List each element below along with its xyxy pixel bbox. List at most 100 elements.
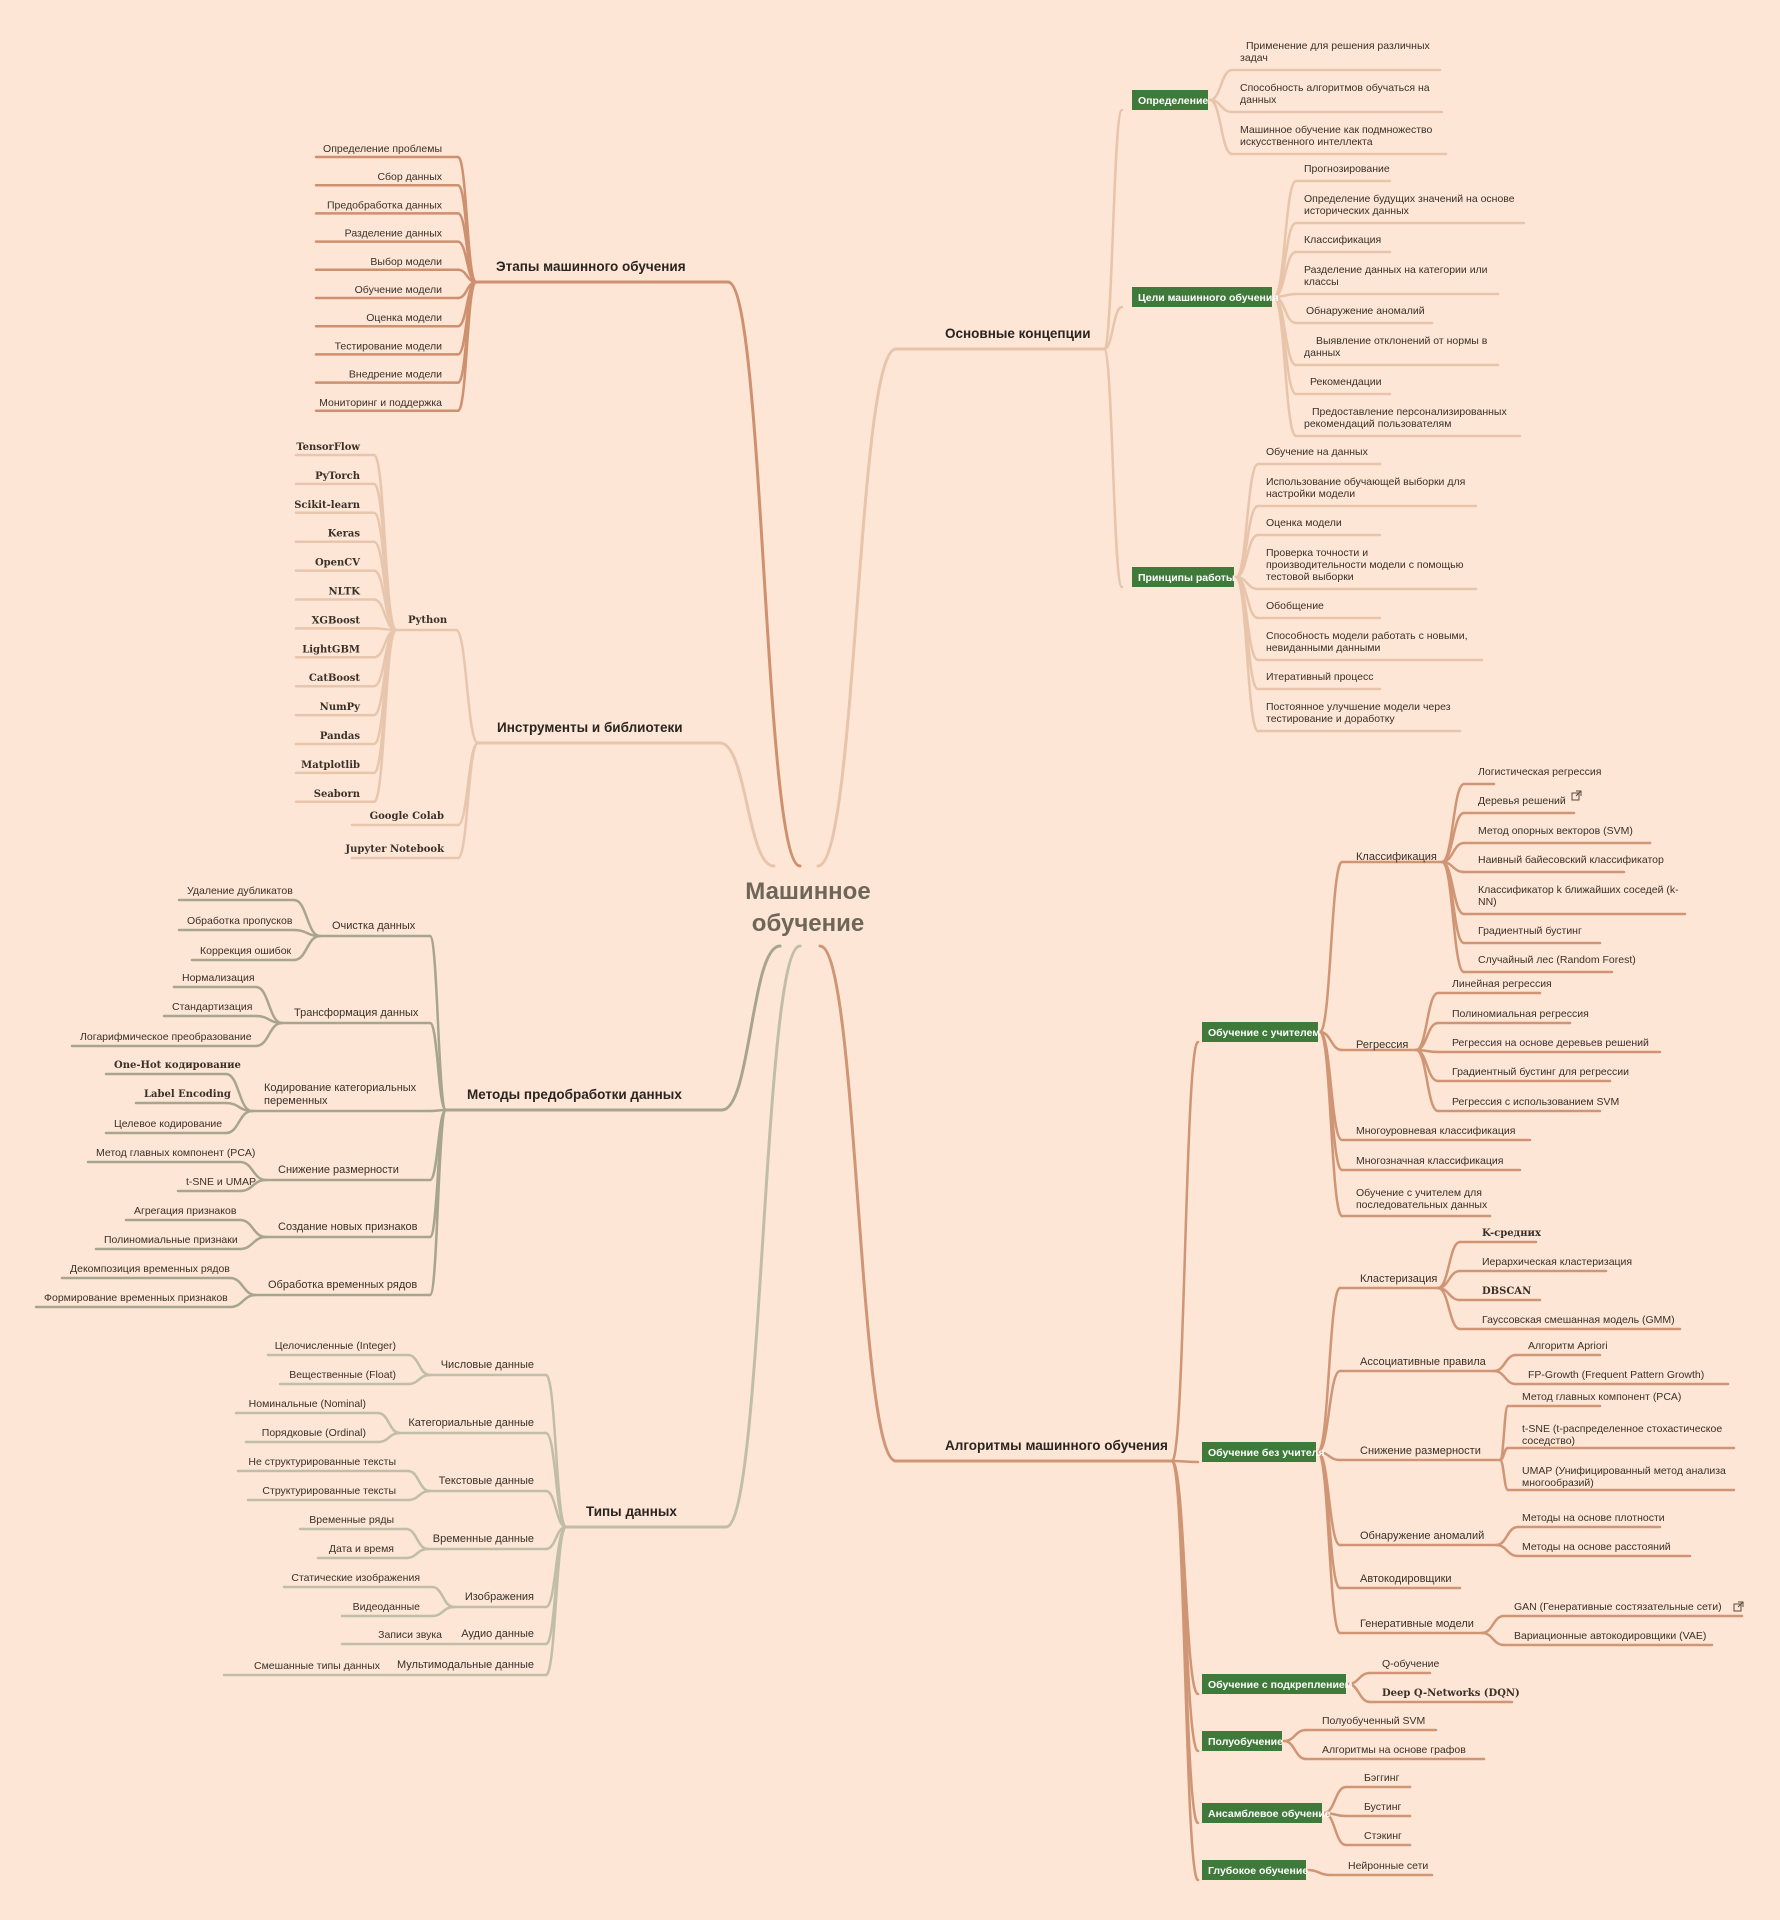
preprocessing-item[interactable]: t-SNE и UMAP (186, 1176, 256, 1188)
regression-item[interactable]: Градиентный бустинг для регрессии (1452, 1066, 1629, 1078)
concept-item[interactable]: Использование обучающей выборки для (1266, 476, 1465, 488)
stage-item[interactable]: Разделение данных (345, 228, 443, 240)
python-library[interactable]: TensorFlow (296, 442, 360, 453)
algo-deep[interactable]: Глубокое обучение (1208, 1865, 1308, 1877)
unsup-autoencoders[interactable]: Автокодировщики (1360, 1573, 1452, 1585)
branch-stages[interactable]: Этапы машинного обучения (496, 259, 686, 274)
concept-item[interactable]: Машинное обучение как подмножество (1240, 124, 1433, 136)
dimred-item[interactable]: Метод главных компонент (PCA) (1522, 1391, 1681, 1403)
unsup-anomaly[interactable]: Обнаружение аномалий (1360, 1530, 1484, 1542)
concept-item[interactable]: Предоставление персонализированных (1312, 406, 1507, 418)
concept-item[interactable]: задач (1240, 52, 1268, 64)
algo-unsupervised[interactable]: Обучение без учителя (1208, 1447, 1324, 1459)
concept-item[interactable]: невиданными данными (1266, 642, 1381, 654)
tools-other[interactable]: Jupyter Notebook (344, 844, 445, 855)
unsup-dimred[interactable]: Снижение размерности (1360, 1445, 1481, 1457)
association-item[interactable]: FP-Growth (Frequent Pattern Growth) (1528, 1369, 1704, 1381)
preprocessing-item[interactable]: Удаление дубликатов (187, 885, 293, 897)
concept-item[interactable]: Оценка модели (1266, 517, 1342, 529)
algo-ensemble[interactable]: Ансамблевое обучение (1208, 1808, 1331, 1820)
preprocessing-item[interactable]: Стандартизация (172, 1001, 252, 1013)
clustering-item[interactable]: K-средних (1482, 1228, 1542, 1239)
datatype-item[interactable]: Не структурированные тексты (248, 1456, 396, 1468)
clustering-item[interactable]: DBSCAN (1482, 1286, 1531, 1297)
datatype-item[interactable]: Вещественные (Float) (289, 1369, 396, 1381)
preprocessing-item[interactable]: Логарифмическое преобразование (80, 1031, 252, 1043)
semi-item[interactable]: Полуобученный SVM (1322, 1715, 1425, 1727)
datatype-item[interactable]: Записи звука (378, 1629, 442, 1641)
datatype-item[interactable]: Смешанные типы данных (254, 1660, 381, 1672)
classification-item[interactable]: Случайный лес (Random Forest) (1478, 954, 1636, 966)
external-link-icon[interactable] (1733, 1601, 1744, 1612)
classification-item[interactable]: Классификатор k ближайших соседей (k- (1478, 884, 1679, 896)
stage-item[interactable]: Предобработка данных (327, 199, 443, 211)
tools-other[interactable]: Google Colab (370, 811, 444, 822)
algo-classification[interactable]: Классификация (1356, 851, 1437, 863)
python-library[interactable]: OpenCV (315, 558, 360, 569)
clustering-item[interactable]: Гауссовская смешанная модель (GMM) (1482, 1314, 1675, 1326)
classification-item[interactable]: Деревья решений (1478, 795, 1566, 807)
datatype-item[interactable]: Видеоданные (353, 1601, 421, 1613)
datatype-item[interactable]: Порядковые (Ordinal) (262, 1427, 366, 1439)
preprocessing-item[interactable]: Целевое кодирование (114, 1118, 222, 1130)
python-library[interactable]: Keras (328, 529, 361, 540)
ensemble-item[interactable]: Бустинг (1364, 1801, 1402, 1813)
concept-item[interactable]: Проверка точности и (1266, 547, 1368, 559)
concept-item[interactable]: Разделение данных на категории или (1304, 264, 1488, 276)
concept-item[interactable]: Применение для решения различных (1246, 40, 1431, 52)
preprocessing-item[interactable]: Обработка пропусков (187, 915, 293, 927)
concept-item[interactable]: искусственного интеллекта (1240, 136, 1373, 148)
preprocessing-group-label[interactable]: Кодирование категориальных (264, 1082, 417, 1094)
datatype-group-label[interactable]: Временные данные (433, 1533, 534, 1545)
stage-item[interactable]: Оценка модели (366, 312, 442, 324)
unsup-generative[interactable]: Генеративные модели (1360, 1618, 1474, 1630)
supervised-extra-item[interactable]: последовательных данных (1356, 1199, 1488, 1211)
association-item[interactable]: Алгоритм Apriori (1528, 1340, 1608, 1352)
stage-item[interactable]: Внедрение модели (349, 369, 442, 381)
tools-python[interactable]: Python (408, 615, 448, 626)
concept-item[interactable]: Обнаружение аномалий (1306, 305, 1425, 317)
concept-item[interactable]: Способность алгоритмов обучаться на (1240, 82, 1430, 94)
classification-item[interactable]: Логистическая регрессия (1478, 766, 1601, 778)
python-library[interactable]: CatBoost (309, 673, 360, 684)
dimred-item[interactable]: UMAP (Унифицированный метод анализа (1522, 1465, 1726, 1477)
concept-item[interactable]: тестовой выборки (1266, 571, 1354, 583)
deep-item[interactable]: Нейронные сети (1348, 1860, 1428, 1872)
concept-item[interactable]: рекомендаций пользователям (1304, 418, 1451, 430)
concept-item[interactable]: Определение будущих значений на основе (1304, 193, 1515, 205)
preprocessing-group-label[interactable]: Трансформация данных (294, 1007, 419, 1019)
datatype-group-label[interactable]: Мультимодальные данные (397, 1659, 534, 1671)
concept-principles[interactable]: Принципы работы (1138, 572, 1235, 584)
datatype-group-label[interactable]: Аудио данные (461, 1628, 534, 1640)
algo-semi[interactable]: Полуобучение (1208, 1736, 1283, 1748)
stage-item[interactable]: Выбор модели (370, 256, 442, 268)
ensemble-item[interactable]: Бэггинг (1364, 1772, 1400, 1784)
python-library[interactable]: Scikit-learn (294, 500, 361, 511)
concept-item[interactable]: Обучение на данных (1266, 446, 1369, 458)
central-topic-line2[interactable]: обучение (752, 910, 864, 937)
datatype-item[interactable]: Дата и время (329, 1543, 394, 1555)
concept-definition[interactable]: Определение (1138, 95, 1208, 107)
datatype-group-label[interactable]: Текстовые данные (439, 1475, 534, 1487)
regression-item[interactable]: Регрессия на основе деревьев решений (1452, 1037, 1649, 1049)
python-library[interactable]: Pandas (320, 731, 360, 742)
regression-item[interactable]: Линейная регрессия (1452, 978, 1552, 990)
preprocessing-item[interactable]: Полиномиальные признаки (104, 1234, 238, 1246)
concept-item[interactable]: исторических данных (1304, 205, 1410, 217)
preprocessing-group-label[interactable]: Очистка данных (332, 920, 416, 932)
preprocessing-item[interactable]: Агрегация признаков (134, 1205, 237, 1217)
concept-item[interactable]: производительности модели с помощью (1266, 559, 1464, 571)
classification-item[interactable]: NN) (1478, 896, 1497, 908)
generative-item[interactable]: Вариационные автокодировщики (VAE) (1514, 1630, 1706, 1642)
preprocessing-group-label[interactable]: Создание новых признаков (278, 1221, 418, 1233)
ensemble-item[interactable]: Стэкинг (1364, 1830, 1402, 1842)
datatype-item[interactable]: Структурированные тексты (262, 1485, 396, 1497)
datatype-item[interactable]: Статические изображения (291, 1572, 420, 1584)
unsup-clustering[interactable]: Кластеризация (1360, 1273, 1437, 1285)
concept-item[interactable]: Выявление отклонений от нормы в (1316, 335, 1488, 347)
reinforcement-item[interactable]: Q-обучение (1382, 1658, 1440, 1670)
concept-item[interactable]: Способность модели работать с новыми, (1266, 630, 1468, 642)
classification-item[interactable]: Градиентный бустинг (1478, 925, 1582, 937)
preprocessing-group-label[interactable]: Обработка временных рядов (268, 1279, 417, 1291)
preprocessing-group-label[interactable]: переменных (264, 1095, 328, 1107)
